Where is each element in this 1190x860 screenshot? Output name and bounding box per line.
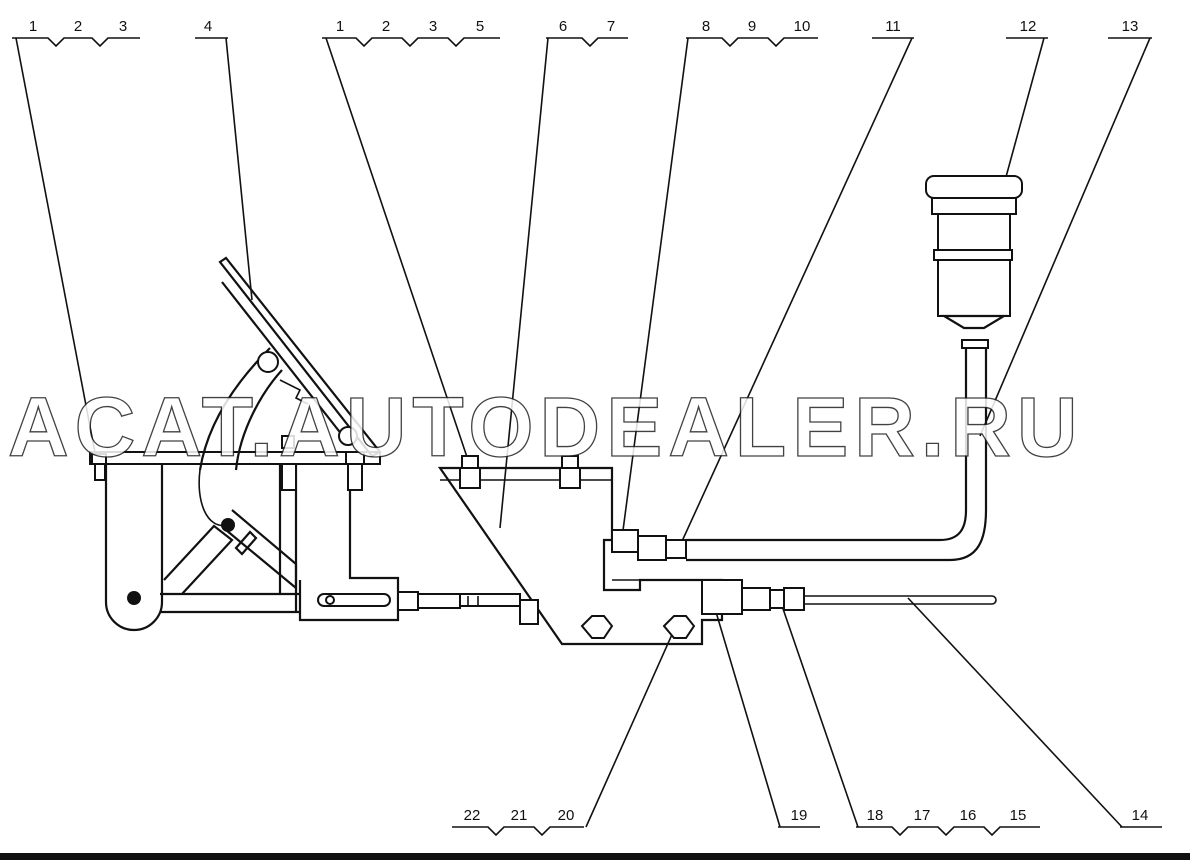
callout-label: 16 [960,807,977,824]
callout-label: 3 [119,18,127,35]
label-group-top-left: 1 2 3 [29,18,127,35]
callout-label: 6 [559,18,567,35]
callout-label: 9 [748,18,756,35]
callout-label: 5 [476,18,484,35]
callout-label: 3 [429,18,437,35]
callout-label: 12 [1020,18,1037,35]
callout-label: 1 [336,18,344,35]
label-group-6-7: 6 7 [559,18,615,35]
master-cylinder-bracket [437,455,805,646]
callout-label: 7 [607,18,615,35]
push-rod [397,591,521,611]
callout-label: 15 [1010,807,1027,824]
label-group-bottom-right: 18 17 16 15 [867,807,1027,824]
label-group-8-10: 8 9 10 [702,18,811,35]
callout-label: 8 [702,18,710,35]
output-line [804,595,997,605]
pedal-bracket-assembly [89,256,400,632]
callout-label: 21 [511,807,528,824]
callout-label: 14 [1132,807,1149,824]
callout-label: 20 [558,807,575,824]
bottom-border [0,853,1190,860]
callout-label: 4 [204,18,212,35]
callout-label: 17 [914,807,931,824]
pivot-pin [127,591,141,605]
callout-label: 10 [794,18,811,35]
label-group-bottom-left: 22 21 20 [464,807,575,824]
callout-label: 19 [791,807,808,824]
watermark-text: ACAT.AUTODEALER.RU [8,380,1084,474]
label-group-top-middle: 1 2 3 5 [336,18,484,35]
callout-label: 1 [29,18,37,35]
reservoir-hose [637,340,988,562]
leader-lines [15,37,1151,828]
callout-label: 2 [74,18,82,35]
callout-label: 11 [885,18,901,35]
label-underlines [12,37,1162,837]
callout-label: 22 [464,807,481,824]
callout-label: 18 [867,807,884,824]
callout-label: 13 [1122,18,1139,35]
callout-label: 2 [382,18,390,35]
fluid-reservoir [925,175,1023,349]
